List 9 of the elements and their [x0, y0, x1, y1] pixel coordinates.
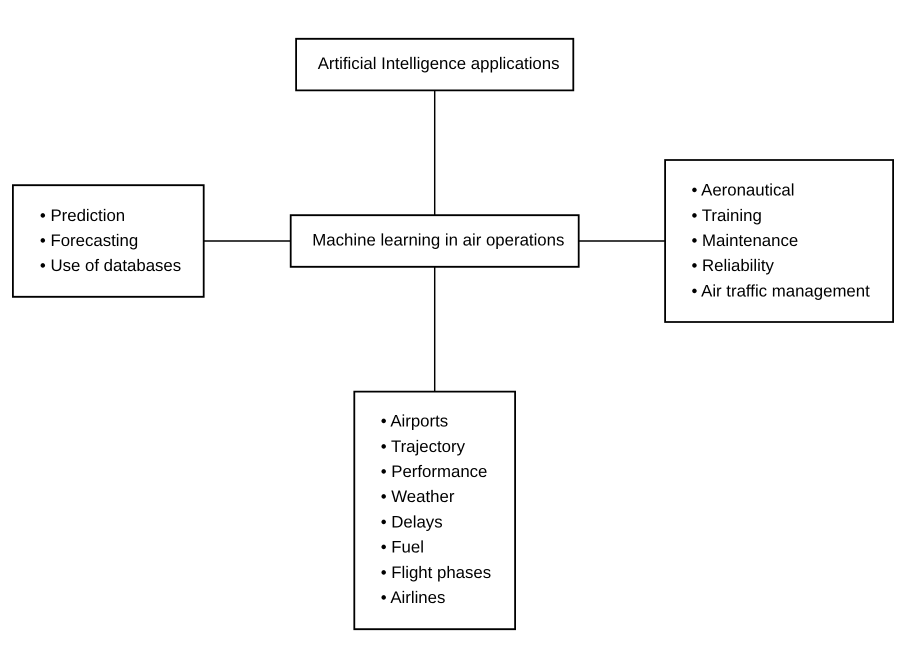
node-box: Machine learning in air operations	[290, 214, 580, 268]
node-box: • Prediction • Forecasting • Use of databases	[12, 184, 205, 298]
node-box: • Aeronautical • Training • Maintenance • Reliability • Air traffic management	[664, 158, 894, 322]
connector	[204, 240, 290, 242]
connector	[434, 90, 436, 214]
node-box: Artificial Intelligence applications	[295, 37, 574, 91]
connector	[579, 240, 665, 242]
connector	[434, 266, 436, 391]
node-box: • Airports • Trajectory • Performance • Weather • Delays • Fuel • Flight phases • Airlines	[353, 390, 516, 630]
